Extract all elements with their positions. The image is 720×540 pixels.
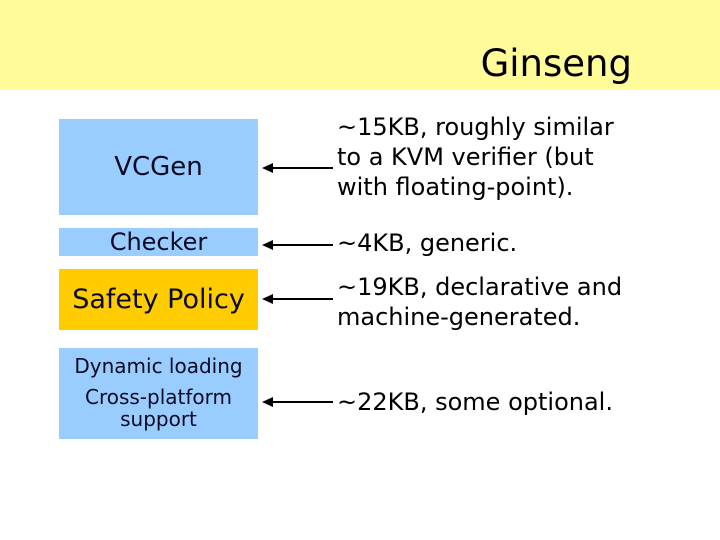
box-checker: Checker [59,228,258,256]
arrow-to-cross-platform [262,396,333,408]
header-band: Ginseng [0,0,720,90]
box-safety-policy-label: Safety Policy [72,284,245,315]
slide-title: Ginseng [480,42,632,85]
box-vcgen: VCGen [59,119,258,215]
left-arrowhead-icon [262,240,273,250]
left-arrowhead-icon [262,294,273,304]
box-safety-policy: Safety Policy [59,269,258,330]
note-loading-size: ~22KB, some optional. [337,388,613,416]
box-dynamic-loading-label: Dynamic loading [74,354,243,378]
arrow-to-checker [262,239,333,251]
note-safety-policy-size: ~19KB, declarative and machine-generated… [337,273,623,331]
arrow-to-vcgen [262,162,333,174]
box-checker-label: Checker [109,228,208,256]
box-vcgen-label: VCGen [114,152,203,182]
note-checker-size: ~4KB, generic. [337,229,518,257]
box-cross-platform-label: Cross-platform support [84,385,233,431]
arrow-shaft [271,244,333,246]
left-arrowhead-icon [262,163,273,173]
arrow-to-safety-policy [262,293,333,305]
arrow-shaft [271,167,333,169]
arrow-shaft [271,298,333,300]
left-arrowhead-icon [262,397,273,407]
note-vcgen-size: ~15KB, roughly similar to a KVM verifier… [337,113,614,201]
arrow-shaft [271,401,333,403]
box-dynamic-loading: Dynamic loading Cross-platform support [59,348,258,439]
